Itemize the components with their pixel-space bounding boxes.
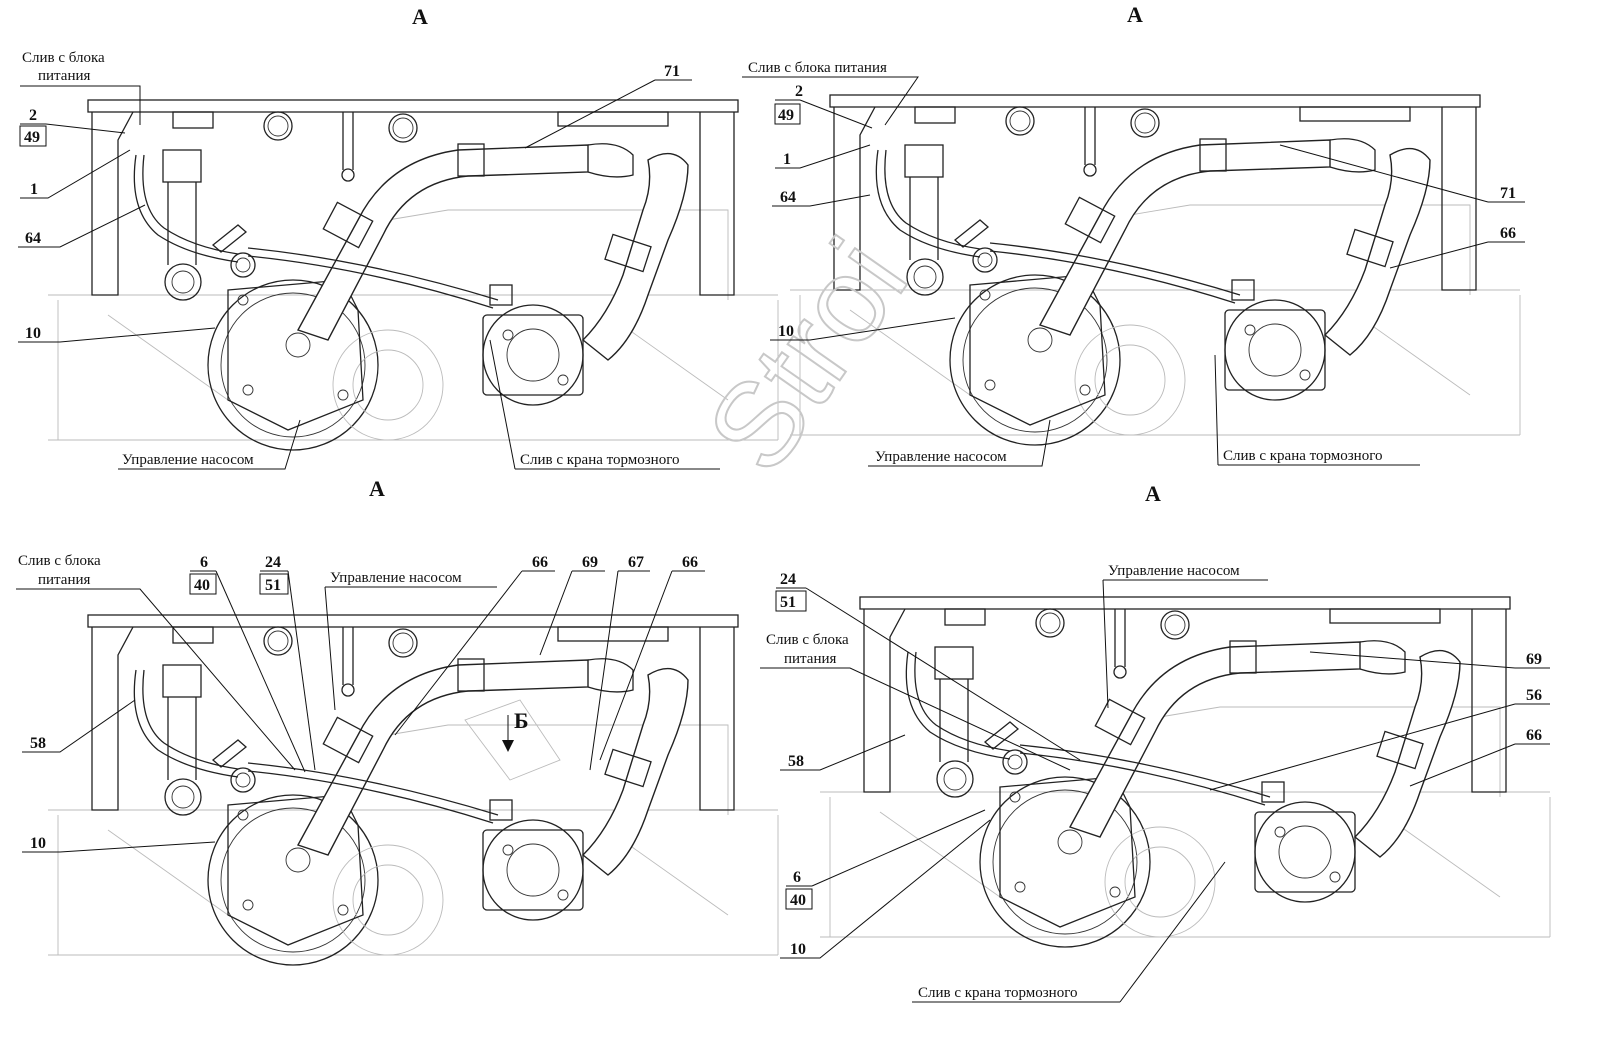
svg-text:10: 10: [790, 941, 806, 958]
svg-text:49: 49: [778, 107, 794, 124]
svg-text:10: 10: [30, 835, 46, 852]
view-label-tl: А: [412, 4, 428, 29]
svg-text:69: 69: [1526, 651, 1542, 668]
svg-text:Слив с блока: Слив с блока: [18, 553, 101, 569]
svg-text:24: 24: [780, 571, 796, 588]
svg-text:24: 24: [265, 554, 281, 571]
view-label-bl: А: [369, 476, 385, 501]
svg-text:1: 1: [30, 181, 38, 198]
svg-text:Управление насосом: Управление насосом: [875, 449, 1007, 465]
svg-text:2: 2: [795, 83, 803, 100]
svg-text:Управление насосом: Управление насосом: [1108, 563, 1240, 579]
svg-text:49: 49: [24, 129, 40, 146]
svg-text:питания: питания: [38, 68, 91, 84]
svg-text:66: 66: [1526, 727, 1542, 744]
svg-text:66: 66: [1500, 225, 1516, 242]
arrow-b-label: Б: [514, 708, 529, 733]
svg-text:51: 51: [265, 577, 281, 594]
svg-text:51: 51: [780, 594, 796, 611]
svg-text:69: 69: [582, 554, 598, 571]
svg-text:40: 40: [194, 577, 210, 594]
svg-text:Управление насосом: Управление насосом: [122, 452, 254, 468]
view-label-br: А: [1145, 481, 1161, 506]
svg-text:66: 66: [682, 554, 698, 571]
svg-text:56: 56: [1526, 687, 1542, 704]
svg-text:66: 66: [532, 554, 548, 571]
svg-text:71: 71: [664, 63, 680, 80]
svg-text:Слив с блока: Слив с блока: [766, 632, 849, 648]
svg-text:10: 10: [778, 323, 794, 340]
svg-text:64: 64: [25, 230, 41, 247]
svg-text:6: 6: [200, 554, 208, 571]
svg-text:2: 2: [29, 107, 37, 124]
svg-text:58: 58: [788, 753, 804, 770]
svg-text:67: 67: [628, 554, 644, 571]
svg-text:40: 40: [790, 892, 806, 909]
svg-text:58: 58: [30, 735, 46, 752]
svg-text:питания: питания: [784, 651, 837, 667]
view-bottom-left: [47, 614, 779, 966]
svg-text:питания: питания: [38, 572, 91, 588]
callouts-bottom-left: Слив с блока питания 6 40 24 51 Управлен…: [16, 553, 705, 853]
callouts-top-right: Слив с блока питания 2 49 1 64 10 71 66 …: [742, 60, 1525, 467]
callouts-top-left: Слив с блока питания 2 49 1 64 10 71 Упр…: [18, 50, 720, 470]
svg-text:Слив с блока питания: Слив с блока питания: [748, 60, 887, 76]
view-top-left: [47, 99, 779, 451]
svg-text:1: 1: [783, 151, 791, 168]
svg-text:Слив с блока: Слив с блока: [22, 50, 105, 66]
svg-text:64: 64: [780, 189, 796, 206]
svg-text:10: 10: [25, 325, 41, 342]
callouts-bottom-right: Управление насосом 24 51 Слив с блока пи…: [760, 563, 1550, 1003]
svg-text:Слив с крана тормозного: Слив с крана тормозного: [1223, 448, 1383, 464]
svg-text:Слив с крана тормозного: Слив с крана тормозного: [520, 452, 680, 468]
svg-text:6: 6: [793, 869, 801, 886]
svg-text:Слив с крана тормозного: Слив с крана тормозного: [918, 985, 1078, 1001]
svg-text:71: 71: [1500, 185, 1516, 202]
svg-text:Управление насосом: Управление насосом: [330, 570, 462, 586]
view-label-tr: А: [1127, 2, 1143, 27]
view-bottom-right: [819, 596, 1551, 948]
